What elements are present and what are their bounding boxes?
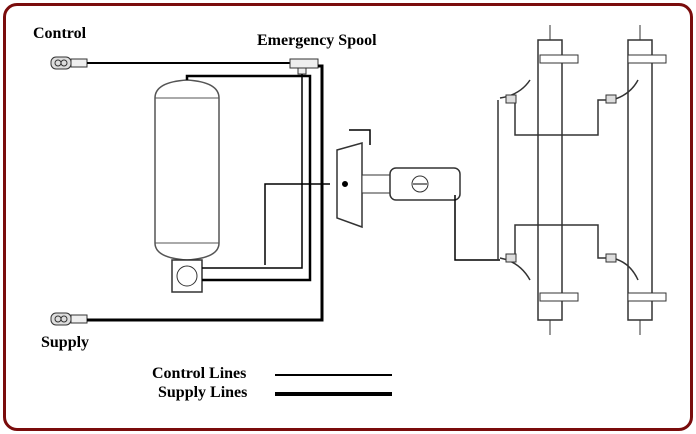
control-gladhand-icon (50, 56, 88, 70)
legend-control-lines-label: Control Lines (152, 365, 247, 382)
supply-label: Supply (41, 334, 90, 351)
air-tank (154, 79, 220, 261)
brake-chamber-line (264, 183, 330, 265)
axle-assembly (497, 25, 667, 335)
chamber-to-axle-line (454, 195, 500, 261)
emergency-spool-icon (289, 58, 319, 75)
brake-chamber (336, 129, 461, 229)
supply-gladhand-icon (50, 312, 88, 326)
legend-supply-lines-label: Supply Lines (158, 384, 248, 401)
control-label: Control (33, 25, 87, 42)
control-delivery-line (202, 74, 303, 269)
emergency-spool-label: Emergency Spool (257, 32, 377, 49)
tank-supply-line (185, 74, 312, 282)
supply-line (87, 64, 324, 322)
relay-valve (171, 259, 203, 293)
